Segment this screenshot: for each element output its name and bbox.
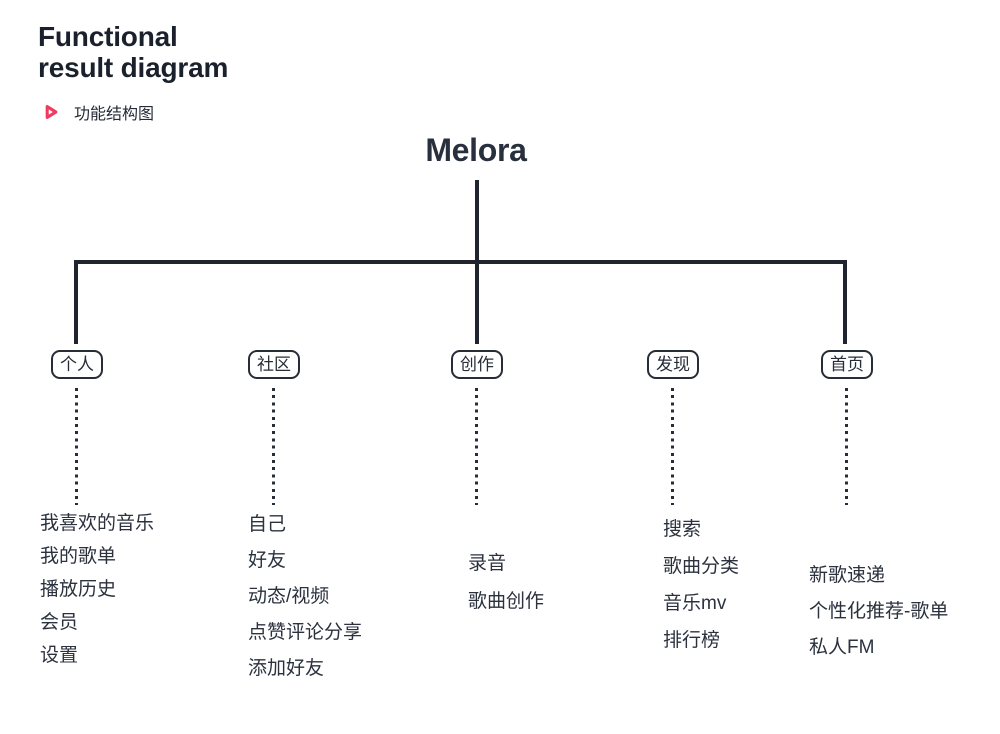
list-item: 会员 (40, 612, 79, 633)
feature-list-community: 自己 好友 动态/视频 点赞评论分享 添加好友 (248, 507, 362, 687)
list-item: 我喜欢的音乐 (40, 513, 155, 534)
page-title-line2: result diagram (38, 52, 229, 83)
list-item: 排行榜 (663, 630, 721, 651)
subtitle-label: 功能结构图 (74, 105, 155, 123)
branch-node-personal: 个人 (51, 350, 103, 379)
branch-node-discover: 发现 (647, 350, 699, 379)
list-item: 设置 (40, 645, 79, 666)
list-item: 歌曲创作 (468, 591, 545, 612)
dotted-line-home (845, 388, 848, 505)
connector-horizontal (74, 260, 847, 264)
dotted-line-discover (671, 388, 674, 505)
feature-list-discover: 搜索 歌曲分类 音乐mv 排行榜 (663, 511, 739, 659)
list-item: 歌曲分类 (663, 556, 740, 577)
connector-left-vertical (74, 260, 78, 344)
subtitle-row: 功能结构图 (41, 101, 155, 123)
branch-node-creation: 创作 (451, 350, 503, 379)
feature-list-creation: 录音 歌曲创作 (468, 545, 544, 621)
list-item: 播放历史 (40, 579, 117, 600)
play-icon (45, 104, 58, 119)
list-item: 搜索 (663, 519, 702, 540)
branch-node-home: 首页 (821, 350, 873, 379)
list-item: 录音 (468, 553, 507, 574)
list-item: 我的歌单 (40, 546, 117, 567)
connector-right-vertical (843, 260, 847, 344)
list-item: 个性化推荐-歌单 (809, 601, 949, 622)
branch-node-community: 社区 (248, 350, 300, 379)
list-item: 自己 (248, 514, 287, 535)
dotted-line-personal (75, 388, 78, 505)
list-item: 添加好友 (248, 658, 325, 679)
list-item: 音乐mv (663, 593, 727, 614)
dotted-line-creation (475, 388, 478, 505)
list-item: 好友 (248, 550, 287, 571)
root-node-title: Melora (425, 132, 527, 168)
page-title-line1: Functional (38, 21, 178, 52)
list-item: 动态/视频 (248, 586, 330, 607)
list-item: 私人FM (809, 637, 875, 658)
list-item: 点赞评论分享 (248, 622, 363, 643)
list-item: 新歌速递 (809, 565, 886, 586)
page-title: Functional result diagram (38, 21, 228, 83)
feature-list-home: 新歌速递 个性化推荐-歌单 私人FM (809, 558, 948, 666)
dotted-line-community (272, 388, 275, 505)
feature-list-personal: 我喜欢的音乐 我的歌单 播放历史 会员 设置 (40, 507, 154, 672)
